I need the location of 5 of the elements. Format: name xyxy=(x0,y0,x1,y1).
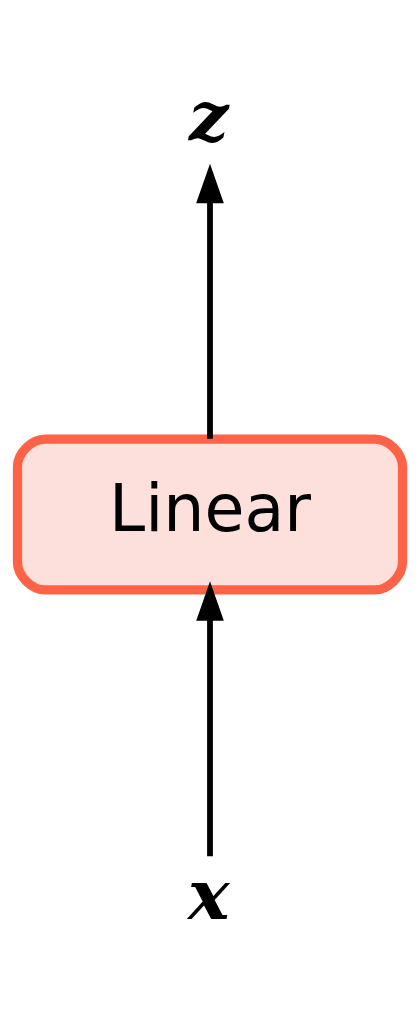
arrow xyxy=(196,580,224,856)
arrow xyxy=(196,163,224,439)
node-text: x xyxy=(187,853,230,935)
node-box: Linear xyxy=(12,434,408,594)
node-text: z xyxy=(189,74,229,156)
